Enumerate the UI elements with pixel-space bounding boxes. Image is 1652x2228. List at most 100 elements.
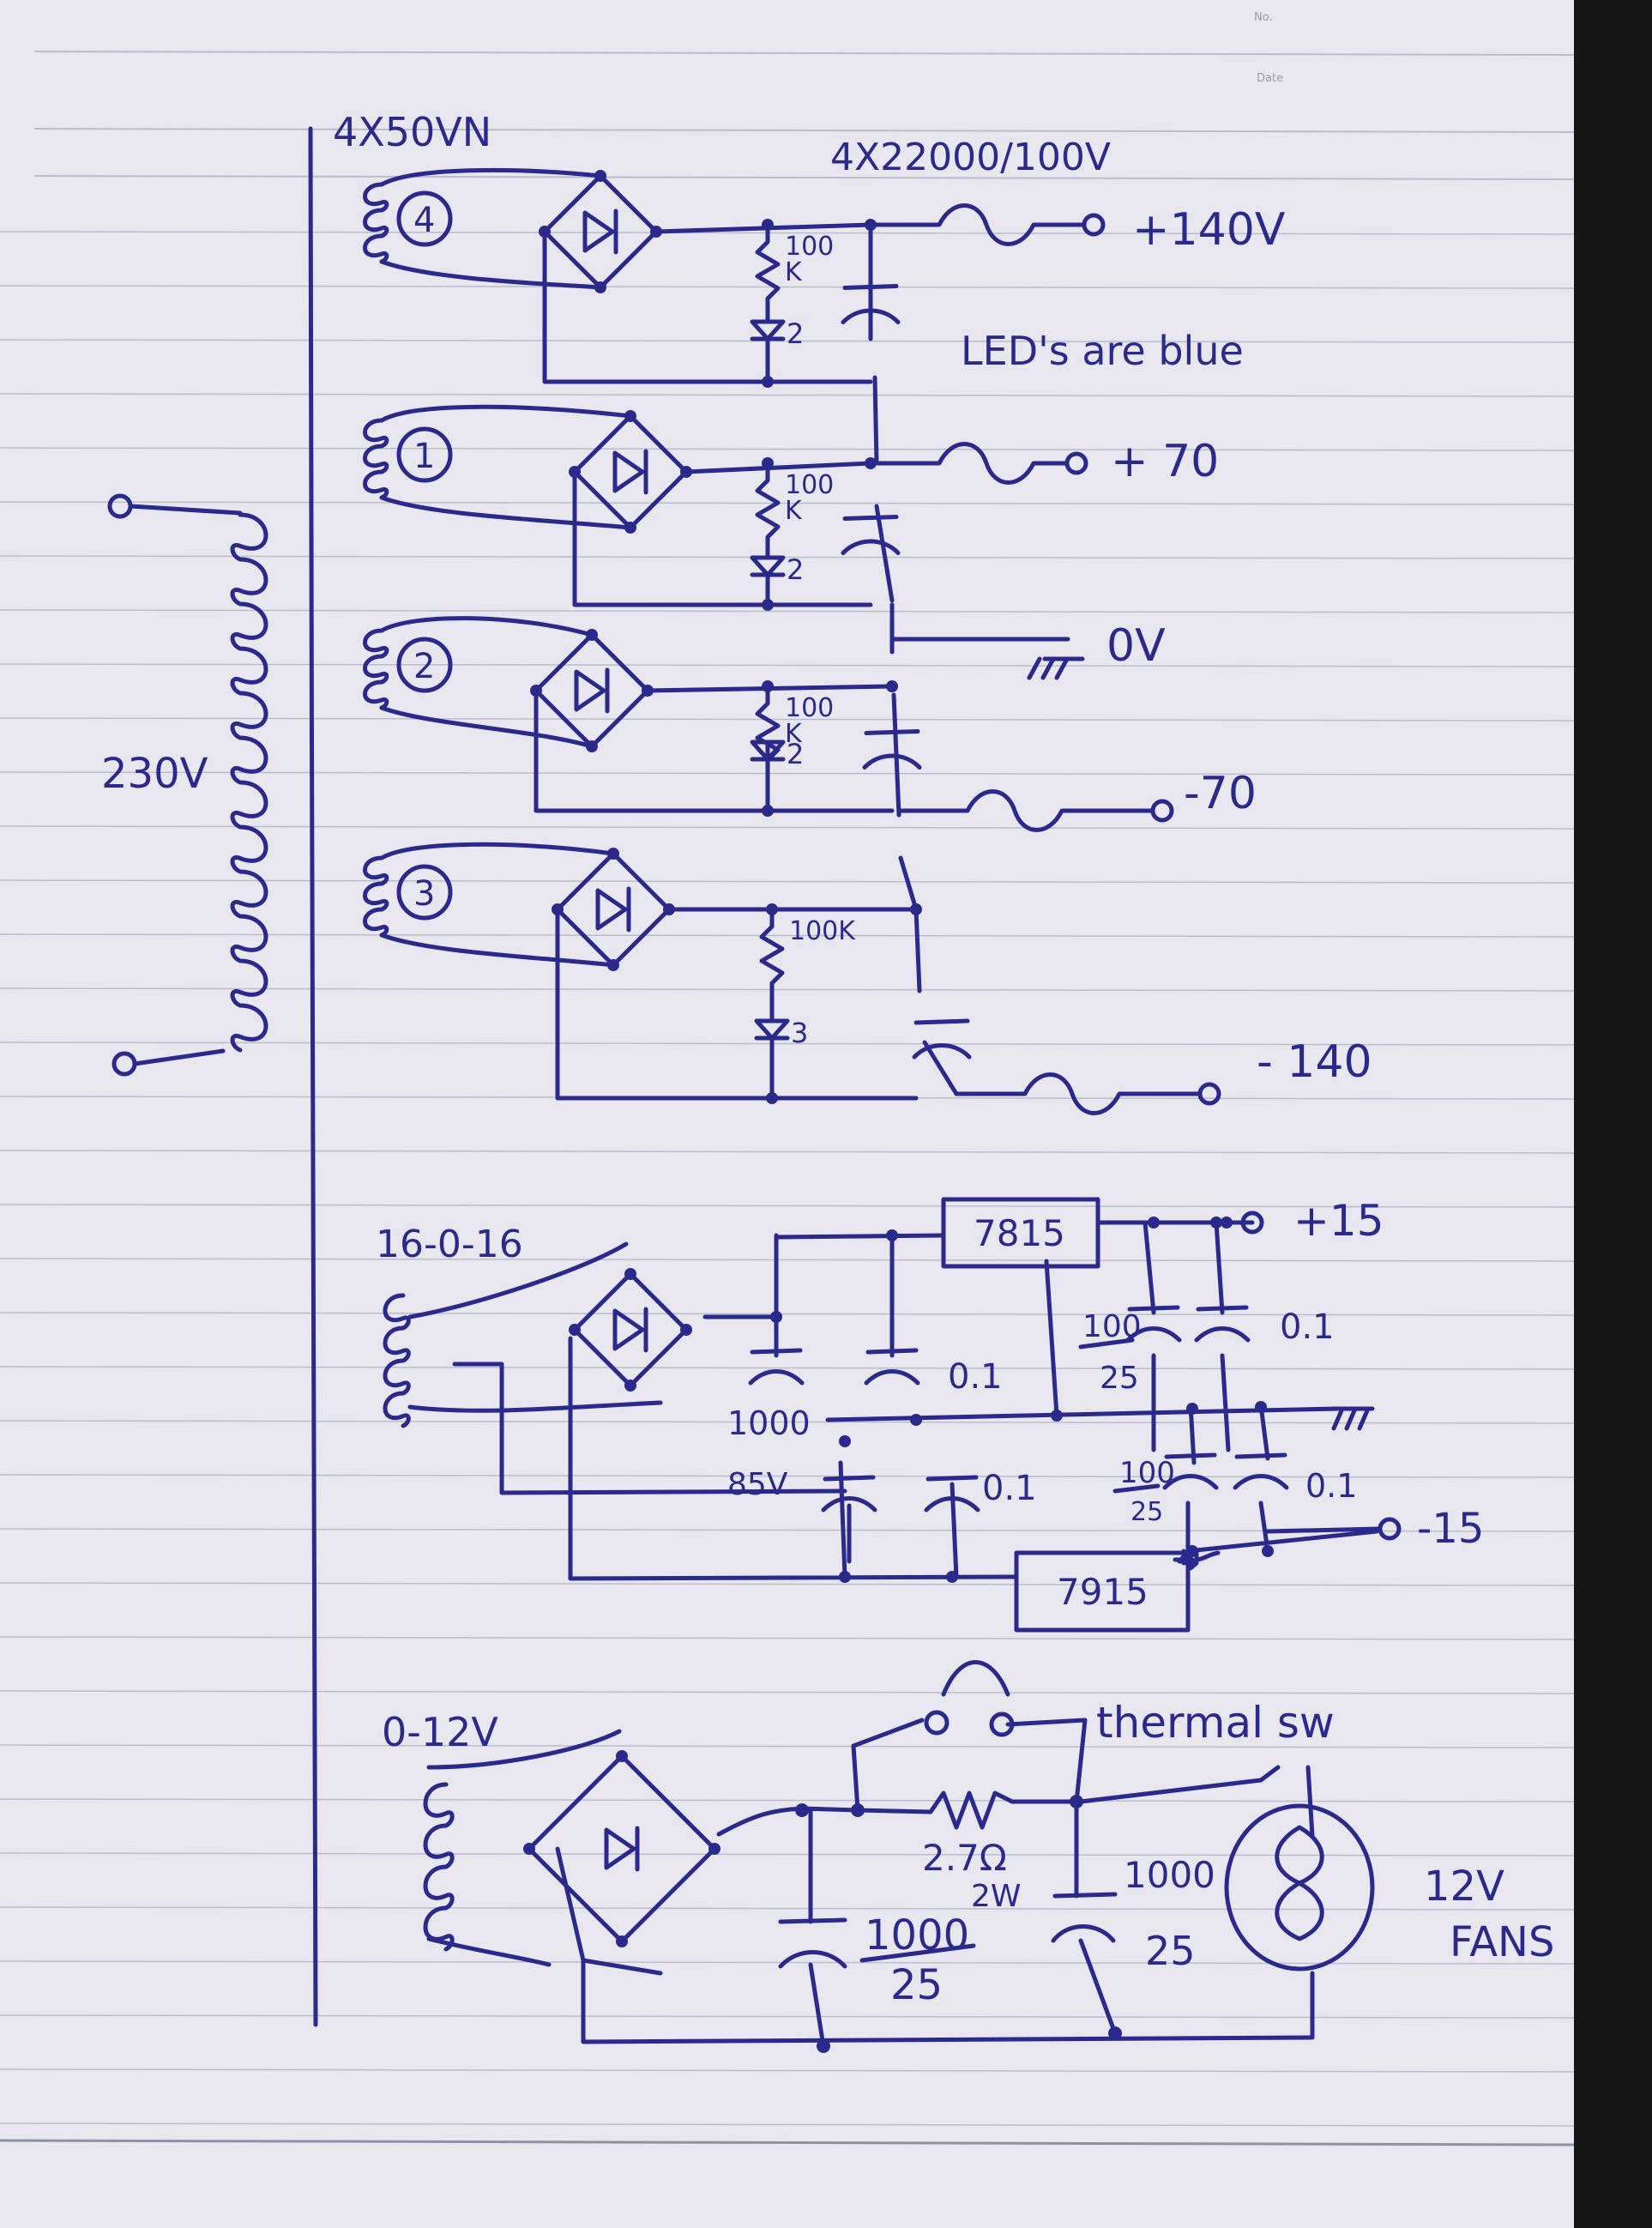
resistor-label-line: 100: [785, 693, 834, 723]
reg-node-6: [910, 1414, 922, 1426]
plus15-terminal: [1240, 1211, 1264, 1235]
led-note: LED's are blue: [961, 328, 1244, 374]
fan-cap-left-den: 25: [890, 1961, 943, 2009]
main-rail-1-label: + 70: [1111, 436, 1219, 487]
reg-bridge: [569, 1268, 692, 1392]
reg-node-2: [1148, 1217, 1160, 1229]
main-stage-1-led-label: 2: [787, 317, 804, 350]
reg-node-5: [1051, 1410, 1063, 1422]
minus15-lead: [1265, 1526, 1382, 1534]
main-rail-3-fuse-lead: [896, 789, 1155, 832]
main-stage-3-bridge-node-1: [642, 685, 654, 697]
main-stage-4-resistor-label: 100K: [789, 916, 856, 946]
fan-cap-right: [1051, 1892, 1118, 1943]
fan-cap-left-bar: [859, 1943, 976, 1963]
main-stage-3-coil: [363, 628, 389, 710]
main-stage-2-bridge-node-2: [624, 522, 636, 534]
rule-line-1: [0, 285, 1575, 289]
plus15-label: +15: [1293, 1196, 1384, 1246]
header-no-label: No.: [1254, 11, 1273, 24]
resistor-label-line: K: [785, 496, 803, 526]
main-stage-3-bridge-diode-icon: [574, 667, 610, 714]
resistor-label-line: K: [785, 257, 803, 287]
main-stage-1-led: [750, 319, 786, 384]
thermal-switch-label: thermal sw: [1096, 1698, 1335, 1748]
reg-7815-label: 7815: [974, 1212, 1065, 1254]
main-stage-2-res-node: [762, 457, 774, 469]
reg-node-8: [1186, 1403, 1198, 1415]
main-rail-4-terminal: [1197, 1082, 1221, 1106]
reg-7915-output-lead: [1185, 1550, 1221, 1564]
main-stage-1-bridge-node-3: [539, 226, 551, 238]
main-stage-3-wiring: [379, 616, 895, 813]
main-rail-2: 0V: [1106, 620, 1166, 672]
fan-series-resistor: [928, 1790, 1015, 1830]
fan-secondary-coil: [423, 1782, 455, 1952]
main-stage-1-wiring: [379, 167, 873, 384]
rule-line-11: [0, 825, 1575, 830]
reg-bridge-node-2: [624, 1380, 636, 1392]
main-stage-2-wiring: [379, 404, 873, 607]
main-stage-2-resistor: [755, 461, 781, 560]
main-stage-2-winding-circle: [396, 426, 453, 483]
reg-7815-box: [941, 1197, 1100, 1269]
main-stage-1-bridge: [539, 170, 662, 293]
main-rail-4-fuse-lead: [954, 1072, 1202, 1115]
main-stage-4-bridge-node-1: [663, 903, 675, 915]
resistor-label-line: K: [785, 719, 803, 749]
capacitor-bank-tie: [868, 222, 959, 1096]
main-stage-3-rail-node: [886, 680, 898, 692]
header-date-label: Date: [1257, 72, 1283, 85]
reg-decouple-1: 0.1: [948, 1357, 1003, 1397]
main-stage-3-led-label: 2: [787, 738, 804, 770]
reg-bridge-node-0: [624, 1268, 636, 1280]
reg-node-0: [770, 1311, 782, 1323]
main-stage-1-bridge-node-0: [594, 170, 606, 182]
rule-line-4: [0, 447, 1575, 451]
main-stage-4-led-label: 3: [791, 1017, 808, 1049]
main-stage-4-bridge-node-2: [607, 959, 619, 971]
main-stage-2-led-label: 2: [787, 553, 804, 586]
rule-line-6: [0, 555, 1575, 559]
fan-cap-left: [778, 1917, 847, 1969]
reg-cap-3: [924, 1475, 980, 1513]
main-rail-0: +140V: [868, 203, 1286, 256]
reg-out-cap-top-bar: [1078, 1337, 1135, 1349]
reg-capacitors: [748, 1217, 1289, 1583]
main-stage-1-winding-circle: [396, 190, 453, 247]
rule-line-18: [0, 1204, 1575, 1208]
main-stage-4-res-node: [766, 903, 778, 915]
rule-line-27: [0, 1690, 1575, 1694]
main-capacitor-label: 4X22000/100V: [830, 136, 1111, 179]
minus15-label: -15: [1417, 1505, 1484, 1553]
reg-secondary-coil: [383, 1293, 411, 1428]
fan-bridge-node-3: [523, 1843, 535, 1855]
thermal-switch-arm: [941, 1660, 1010, 1697]
main-rail-2-label: 0V: [1106, 620, 1166, 672]
main-rail-1-terminal: [1064, 451, 1088, 475]
thermal-switch-contact-left: [924, 1710, 950, 1736]
resistor-label-line: 100K: [789, 916, 856, 946]
main-stage-4-capacitor: [912, 1018, 972, 1060]
reg-cap-6: [1162, 1452, 1219, 1490]
main-rail-1: + 70: [868, 436, 1219, 487]
main-stage-4-resistor: [759, 907, 785, 1023]
reg-node-11: [1262, 1545, 1274, 1557]
main-stage-4-wiring: [379, 842, 919, 1101]
main-stage-1-bridge-node-1: [650, 226, 662, 238]
main-rail-4: - 140: [954, 1036, 1372, 1115]
rule-line-0: [0, 231, 1575, 235]
reg-transformer-label: 16-0-16: [376, 1223, 523, 1266]
reg-out-cap-bottom-bar: [1112, 1483, 1161, 1494]
main-stage-1-led-node: [762, 376, 774, 388]
reg-node-1: [886, 1229, 898, 1241]
mains-primary-winding: 230V: [101, 493, 268, 1077]
reg-node-3: [1210, 1217, 1222, 1229]
reg-cap-5: [1194, 1305, 1251, 1343]
rule-line-top-0: [33, 51, 1575, 56]
main-stage-2-bridge: [569, 410, 692, 534]
fan-bridge-node-2: [616, 1935, 628, 1947]
main-stage-3-bridge: [530, 629, 654, 752]
reg-node-13: [946, 1571, 958, 1583]
